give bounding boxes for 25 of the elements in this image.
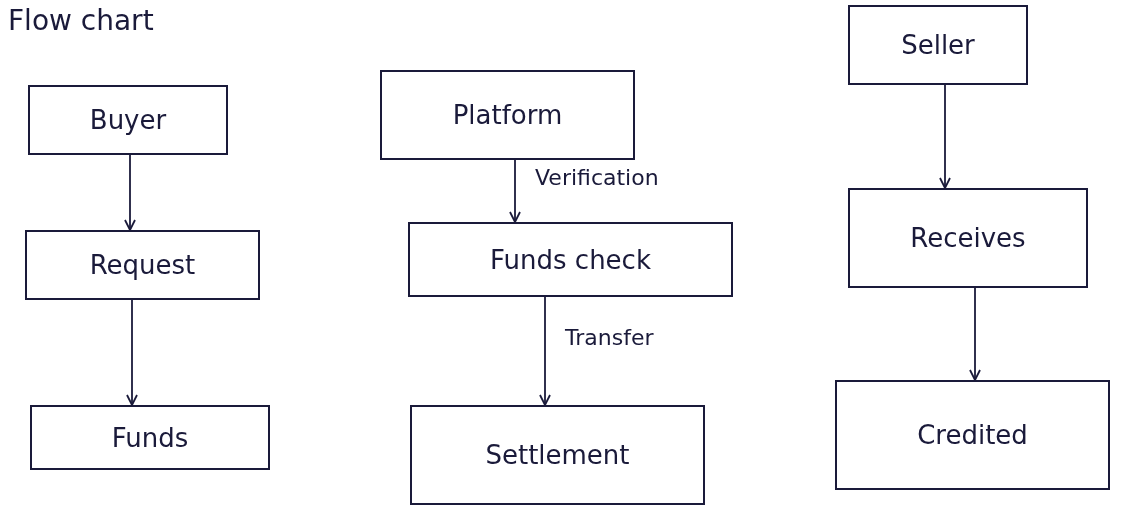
process-box [835,380,1110,490]
process-box [25,230,260,300]
process-box [848,5,1028,85]
box-label: Receives [910,223,1026,253]
process-box [848,188,1088,288]
box-label: Buyer [89,105,167,135]
arrow [124,154,136,231]
arrow [969,287,981,381]
process-box [408,222,733,297]
box-label: Platform [452,100,563,130]
chart-title: Flow chart [8,4,154,37]
arrow [509,159,521,223]
arrow [939,84,951,189]
box-label: Funds check [490,244,651,275]
box-label: Funds [111,422,189,453]
arrow [126,299,138,406]
process-box [410,405,705,505]
box-label: Request [89,250,196,280]
process-box [380,70,635,160]
box-label: Seller [901,30,975,60]
box-label: Settlement [485,440,630,470]
process-box [28,85,228,155]
process-box [30,405,270,470]
box-label: Credited [917,420,1028,450]
arrow [539,296,551,406]
